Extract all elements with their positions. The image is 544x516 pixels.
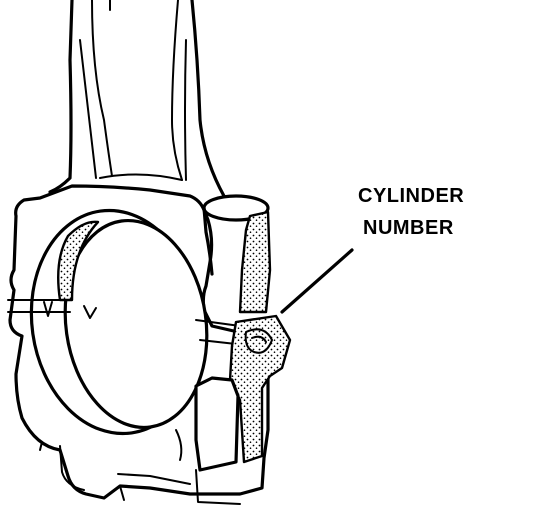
bearing-cap xyxy=(33,376,241,505)
cap-parting-line xyxy=(7,299,241,345)
callout-label-line2: NUMBER xyxy=(363,217,454,239)
callout-label-line1: CYLINDER xyxy=(358,185,464,207)
rod-shank xyxy=(48,0,226,198)
bearing-shading xyxy=(57,220,100,302)
bolt-boss xyxy=(202,194,292,464)
cylinder-number-pad xyxy=(228,314,292,464)
callout-leader-line xyxy=(280,248,354,314)
